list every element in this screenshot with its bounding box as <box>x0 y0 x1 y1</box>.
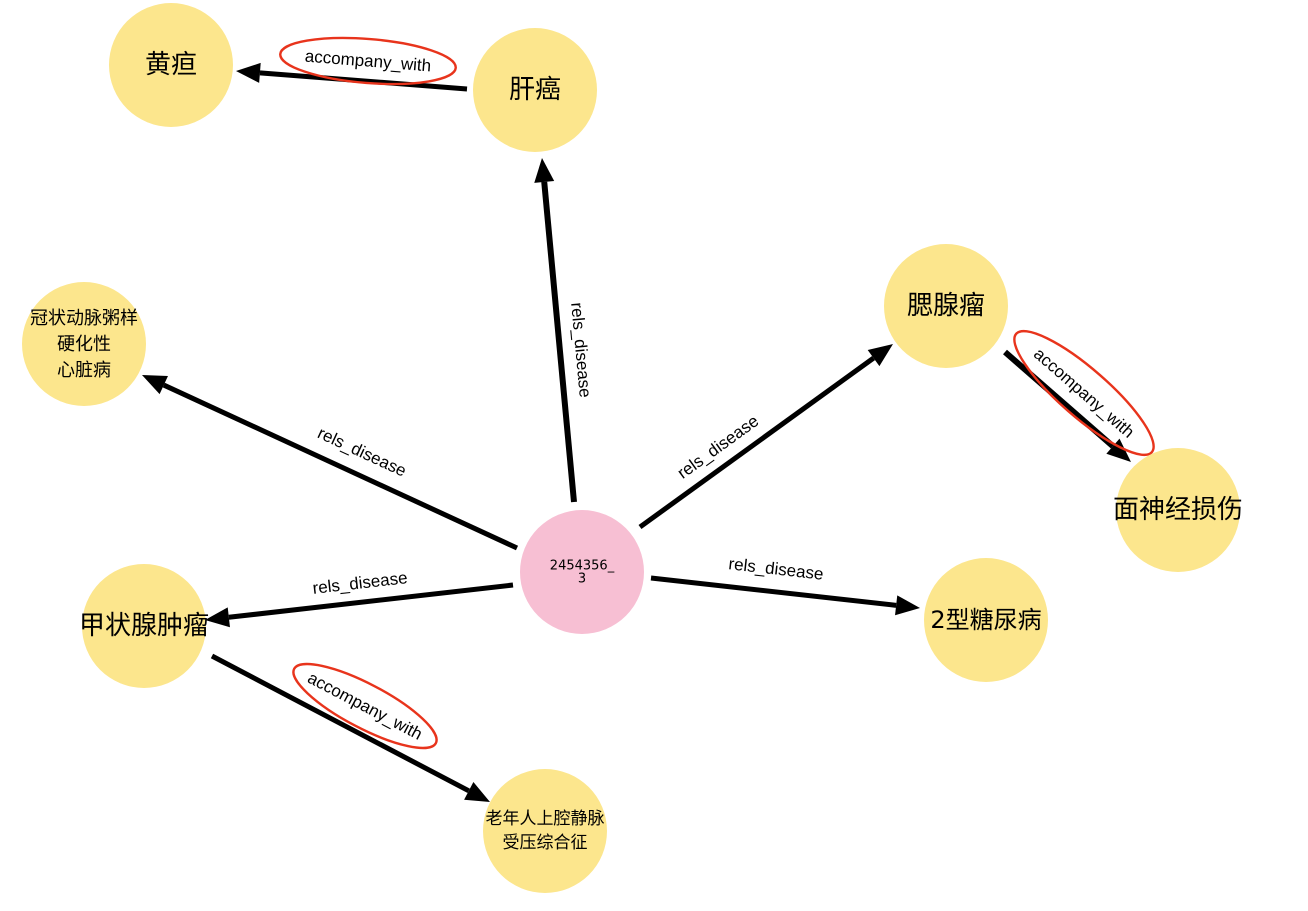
edge-label: rels_disease <box>728 554 825 584</box>
node-center[interactable]: 2454356_3 <box>520 510 644 634</box>
edge-line <box>650 575 897 608</box>
node-ganai[interactable]: 肝癌 <box>473 28 597 152</box>
node-circle <box>520 510 644 634</box>
node-huangdan[interactable]: 黄疸 <box>109 3 233 127</box>
arrowhead-icon <box>895 595 920 616</box>
node-tangniao[interactable]: 2型糖尿病 <box>924 558 1048 682</box>
node-label: 2454356_3 <box>550 558 615 586</box>
edge-ganai-to-huangdan[interactable]: accompany_with <box>236 32 468 92</box>
node-laonian[interactable]: 老年人上腔静脉受压综合征 <box>483 769 607 893</box>
node-saixian[interactable]: 腮腺瘤 <box>884 244 1008 368</box>
arrowhead-icon <box>1106 438 1131 462</box>
edge-label-group: rels_disease <box>312 568 409 598</box>
node-label: 黄疸 <box>145 50 197 80</box>
node-guanxin[interactable]: 冠状动脉粥样硬化性心脏病 <box>22 282 146 406</box>
node-label: 冠状动脉粥样硬化性心脏病 <box>30 308 138 381</box>
edge-jiazhuangxian-to-laonian[interactable]: accompany_with <box>210 649 490 802</box>
node-label: 老年人上腔静脉受压综合征 <box>486 809 605 853</box>
edge-line <box>228 582 514 620</box>
edge-line <box>1003 349 1115 449</box>
node-circle <box>1116 448 1240 572</box>
edge-center-to-guanxin[interactable]: rels_disease <box>142 375 519 551</box>
edge-line <box>162 382 519 551</box>
edge-center-to-ganai[interactable]: rels_disease <box>534 158 595 503</box>
edge-label: rels_disease <box>312 568 409 598</box>
arrowhead-icon <box>236 62 261 83</box>
arrowhead-icon <box>464 781 490 802</box>
arrowhead-icon <box>142 375 168 395</box>
node-circle <box>924 558 1048 682</box>
node-circle <box>884 244 1008 368</box>
edge-center-to-saixian[interactable]: rels_disease <box>638 344 893 530</box>
edge-label-group: rels_disease <box>728 554 825 584</box>
node-label: 肝癌 <box>509 75 561 105</box>
edge-label: rels_disease <box>567 302 595 399</box>
node-circle <box>109 3 233 127</box>
edge-center-to-jiazhuangxian[interactable]: rels_disease <box>205 568 514 628</box>
arrowhead-icon <box>534 158 555 183</box>
edge-label: accompany_with <box>1030 344 1138 442</box>
node-label: 甲状腺肿瘤 <box>79 611 209 641</box>
highlight-ellipse <box>292 662 438 750</box>
edge-label-group: rels_disease <box>567 302 595 399</box>
edge-label: accompany_with <box>304 47 432 76</box>
edge-label-group: accompany_with <box>1013 329 1155 457</box>
node-circle <box>22 282 146 406</box>
edge-label: rels_disease <box>315 423 410 480</box>
edge-center-to-tangniao[interactable]: rels_disease <box>650 554 920 616</box>
highlight-ellipse <box>279 36 457 86</box>
arrowhead-icon <box>205 607 230 628</box>
node-label: 面神经损伤 <box>1113 495 1243 525</box>
node-circle <box>483 769 607 893</box>
edge-saixian-to-mianshenjing[interactable]: accompany_with <box>1000 316 1167 470</box>
arrowhead-icon <box>867 344 893 367</box>
edge-label-group: rels_disease <box>315 423 410 480</box>
edge-line <box>541 181 577 503</box>
node-label: 2型糖尿病 <box>930 606 1041 634</box>
edge-line <box>259 70 468 92</box>
node-mianshenjing[interactable]: 面神经损伤 <box>1113 448 1243 572</box>
node-label: 腮腺瘤 <box>907 291 985 321</box>
node-jiazhuangxian[interactable]: 甲状腺肿瘤 <box>79 564 209 688</box>
edge-line <box>210 653 470 794</box>
node-circle <box>82 564 206 688</box>
highlight-ellipse <box>1013 329 1155 457</box>
edge-line <box>638 356 876 530</box>
node-circle <box>473 28 597 152</box>
